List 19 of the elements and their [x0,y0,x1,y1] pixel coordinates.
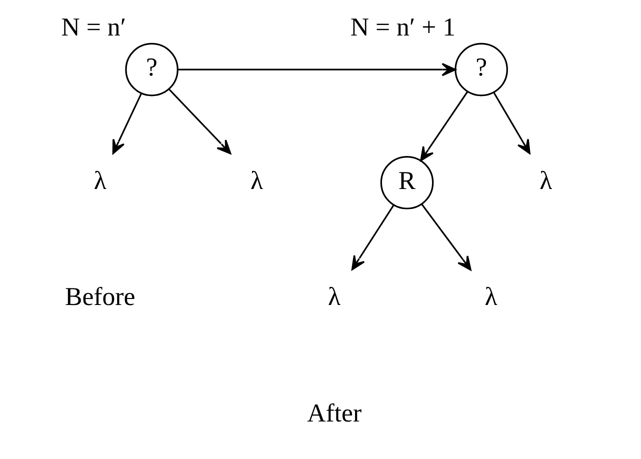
arrow [350,204,394,270]
node-text: λ [539,166,552,195]
node-text: λ [93,166,106,195]
arrow [420,203,471,271]
node-text: λ [250,166,263,195]
node-circle: ? [124,42,178,96]
arrow [178,62,456,76]
node-label: N = n′ + 1 [350,12,456,42]
arrow [492,92,530,154]
label: Before [64,282,135,312]
node-text: λ [484,282,497,312]
arrow [112,93,142,154]
label: After [306,398,362,428]
node-label: N = n′ [60,12,126,42]
arrow [168,88,231,154]
node-circle: R [380,156,434,210]
node-text: λ [328,282,340,312]
node-circle: ? [454,42,508,96]
arrow [420,91,468,162]
